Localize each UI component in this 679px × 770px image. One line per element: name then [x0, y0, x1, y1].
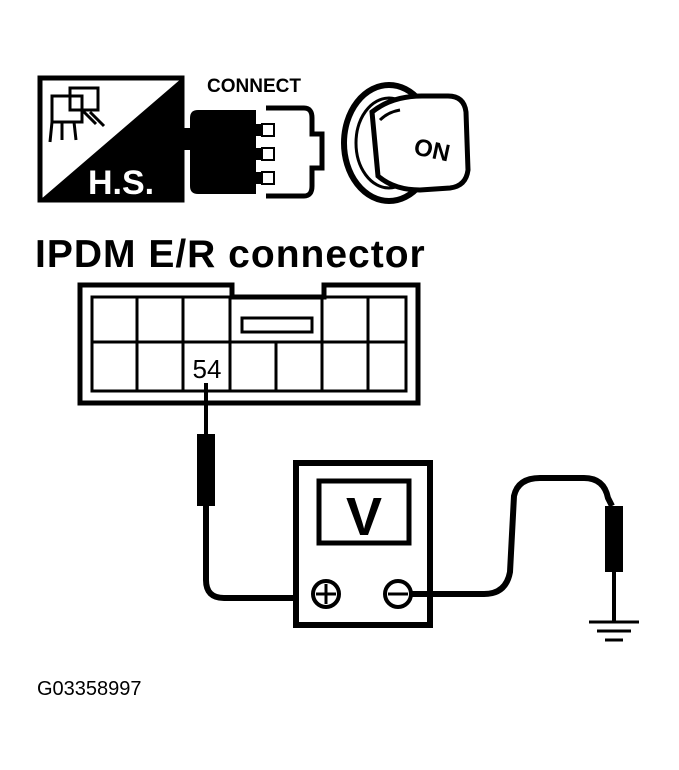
harness-switch-icon: H.S.: [37, 75, 185, 203]
ipdm-er-connector: [77, 282, 421, 406]
positive-probe-lead: [197, 383, 314, 601]
positive-terminal: [311, 579, 341, 609]
ground-probe-lead: [411, 475, 623, 622]
connector-title: IPDM E/R connector: [35, 233, 426, 276]
ground-symbol-icon: [589, 620, 639, 642]
negative-terminal: [383, 579, 413, 609]
ignition-key-icon: ON: [341, 82, 471, 204]
connect-icon: CONNECT: [184, 76, 325, 199]
figure-id: G03358997: [37, 678, 142, 700]
voltmeter-display-label: V: [346, 487, 382, 547]
terminal-54-label: 54: [193, 354, 222, 384]
hs-label: H.S.: [88, 164, 154, 202]
connect-label: CONNECT: [207, 76, 301, 97]
voltmeter: V: [293, 460, 433, 628]
